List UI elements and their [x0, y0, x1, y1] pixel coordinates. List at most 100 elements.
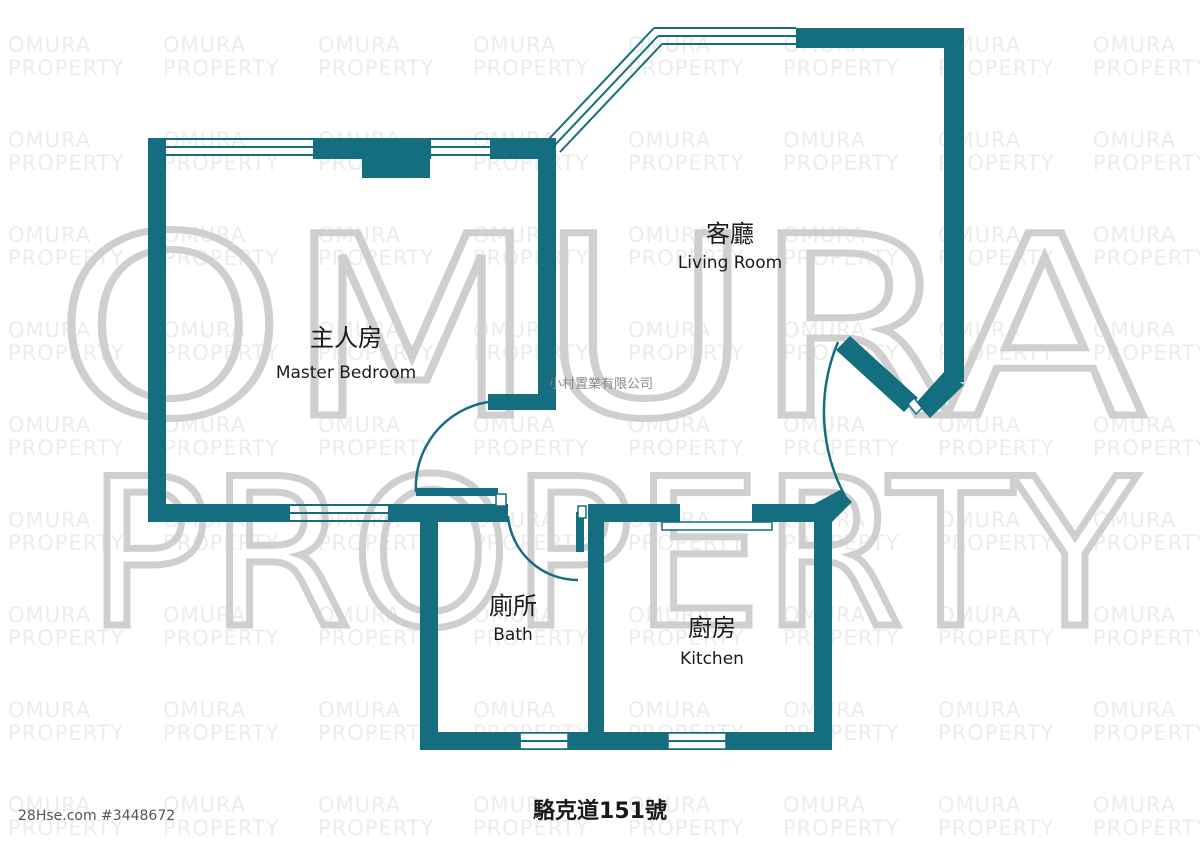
- watermark-tile-line1: OMURA: [628, 128, 711, 152]
- window-bedroom-top-left: [166, 138, 313, 156]
- watermark-tile-line1: OMURA: [783, 128, 866, 152]
- wall-bedroom-top-a: [148, 138, 166, 156]
- watermark-tile-line1: OMURA: [473, 698, 556, 722]
- watermark-tile-line1: OMURA: [163, 33, 246, 57]
- window-bedroom-top-right: [431, 138, 490, 156]
- watermark-tile-line2: PROPERTY: [783, 246, 899, 270]
- watermark-tile-line2: PROPERTY: [473, 341, 589, 365]
- watermark-tile-line1: OMURA: [1093, 33, 1176, 57]
- door-living-arc: [822, 341, 848, 499]
- watermark-tile-line1: OMURA: [8, 698, 91, 722]
- door-bath-leaf: [577, 505, 587, 519]
- window-living-top: [654, 27, 796, 45]
- window-bottom-bath: [519, 732, 569, 750]
- watermark-tile-line2: PROPERTY: [628, 246, 744, 270]
- wall-bath-door-stub: [416, 488, 498, 496]
- watermark-tile-line2: PROPERTY: [473, 816, 589, 840]
- watermark-tile-line1: OMURA: [473, 793, 556, 817]
- watermark-tile-line1: OMURA: [1093, 223, 1176, 247]
- watermark-tile-line1: OMURA: [783, 793, 866, 817]
- watermark-tile-line2: PROPERTY: [163, 436, 279, 460]
- watermark-tile-line2: PROPERTY: [1093, 816, 1200, 840]
- watermark-tile-line2: PROPERTY: [783, 626, 899, 650]
- wall-living-top: [796, 28, 964, 48]
- watermark-tile-line1: OMURA: [163, 793, 246, 817]
- watermark-tile-line1: OMURA: [1093, 413, 1176, 437]
- watermark-tile-line2: PROPERTY: [938, 531, 1054, 555]
- watermark-tile-line1: OMURA: [473, 603, 556, 627]
- watermark-tile-line2: PROPERTY: [1093, 436, 1200, 460]
- wall-bedroom-bottom-c: [388, 504, 508, 522]
- watermark-tile-line2: PROPERTY: [628, 531, 744, 555]
- watermark-tile-line1: OMURA: [473, 33, 556, 57]
- watermark-tile-line2: PROPERTY: [8, 436, 124, 460]
- doors: [414, 341, 924, 582]
- bath-label-zh: 廁所: [489, 592, 537, 620]
- address: 駱克道151號: [533, 798, 667, 824]
- wall-bath-left: [420, 504, 438, 750]
- watermark-tile-line2: PROPERTY: [318, 246, 434, 270]
- wall-kitchen-top-b: [752, 504, 832, 522]
- wall-bath-door-jamb: [576, 512, 584, 552]
- window-kitchen-top: [661, 521, 773, 531]
- watermark-tile-line2: PROPERTY: [628, 56, 744, 80]
- watermark-tile-line1: OMURA: [938, 413, 1021, 437]
- big-watermark-line1: OMURA: [55, 183, 1145, 474]
- watermark-tile-line2: PROPERTY: [8, 341, 124, 365]
- watermark-tile-line2: PROPERTY: [8, 246, 124, 270]
- window-living-diagonal: [547, 27, 663, 153]
- watermark-tile-line1: OMURA: [8, 223, 91, 247]
- watermark-tile-line2: PROPERTY: [8, 531, 124, 555]
- watermark-tile-line1: OMURA: [628, 698, 711, 722]
- wall-living-diag-right: [916, 372, 964, 418]
- watermark-tile-line1: OMURA: [938, 508, 1021, 532]
- watermark-tile-line1: OMURA: [8, 508, 91, 532]
- wall-bedroom-left: [148, 138, 166, 522]
- watermark-tile-line1: OMURA: [628, 413, 711, 437]
- watermark-tile-line2: PROPERTY: [318, 816, 434, 840]
- watermark-tile-line1: OMURA: [163, 223, 246, 247]
- wall-bedroom-column: [362, 138, 430, 178]
- door-bedroom-arc: [414, 400, 489, 493]
- watermark-tile-line2: PROPERTY: [1093, 721, 1200, 745]
- watermark-tile-line2: PROPERTY: [8, 56, 124, 80]
- watermark-tile-line1: OMURA: [8, 603, 91, 627]
- watermark-tile-line2: PROPERTY: [163, 246, 279, 270]
- watermark-tile-line1: OMURA: [1093, 318, 1176, 342]
- room-labels: 主人房 Master Bedroom 客廳 Living Room 廁所 Bat…: [276, 220, 782, 669]
- watermark-tile-line1: OMURA: [8, 33, 91, 57]
- watermark-tile-line2: PROPERTY: [163, 56, 279, 80]
- watermark-tile-line1: OMURA: [1093, 603, 1176, 627]
- watermark-tile-line2: PROPERTY: [1093, 531, 1200, 555]
- wall-bath-kitchen-divider: [588, 504, 604, 750]
- watermark-tile-line1: OMURA: [318, 223, 401, 247]
- watermark-tile-line2: PROPERTY: [783, 816, 899, 840]
- watermark-tile-line2: PROPERTY: [783, 56, 899, 80]
- watermark-tile-line1: OMURA: [783, 223, 866, 247]
- watermark-tile-line1: OMURA: [938, 793, 1021, 817]
- watermark-tile-line2: PROPERTY: [318, 626, 434, 650]
- watermark-tile-line2: PROPERTY: [628, 436, 744, 460]
- watermark-tile-line2: PROPERTY: [1093, 626, 1200, 650]
- wall-bedroom-bottom-b: [210, 504, 290, 522]
- watermark-tile-line2: PROPERTY: [628, 151, 744, 175]
- watermark-tile-line2: PROPERTY: [628, 341, 744, 365]
- watermark-tile-line2: PROPERTY: [318, 56, 434, 80]
- door-living-leaf: [906, 396, 924, 416]
- watermark-tile-line2: PROPERTY: [1093, 151, 1200, 175]
- watermark-tile-line2: PROPERTY: [8, 816, 124, 840]
- watermark-tile-line1: OMURA: [318, 698, 401, 722]
- watermark-tile-line2: PROPERTY: [318, 436, 434, 460]
- watermark-tile-line1: OMURA: [628, 793, 711, 817]
- watermark-tile-line1: OMURA: [1093, 128, 1176, 152]
- wall-bedroom-right: [538, 138, 556, 410]
- watermark-tile-line2: PROPERTY: [1093, 341, 1200, 365]
- watermark-tile-line2: PROPERTY: [8, 721, 124, 745]
- watermark-tile-line2: PROPERTY: [473, 626, 589, 650]
- window-bottom-kitchen: [667, 732, 727, 750]
- watermark-tile-line1: OMURA: [1093, 793, 1176, 817]
- watermark-tile-line1: OMURA: [318, 413, 401, 437]
- watermark-tile-line2: PROPERTY: [318, 721, 434, 745]
- watermark-tile-line2: PROPERTY: [938, 436, 1054, 460]
